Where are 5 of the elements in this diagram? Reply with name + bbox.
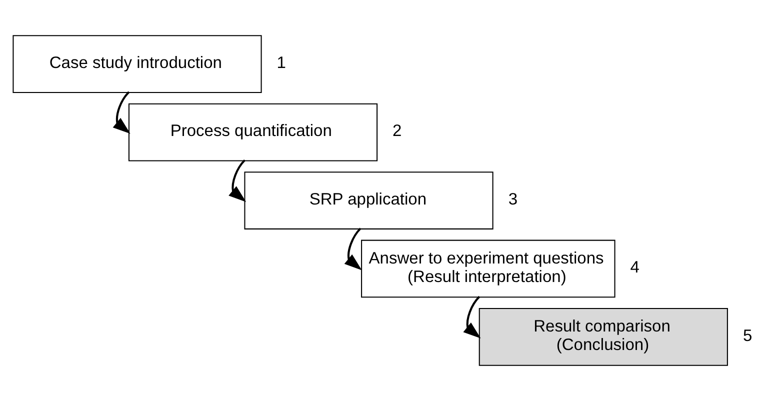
node-label: 2 [392, 121, 402, 140]
node-label: 5 [742, 326, 752, 345]
node-label: 1 [276, 53, 286, 72]
node-label: 4 [630, 258, 639, 277]
node-label: 3 [508, 189, 518, 208]
